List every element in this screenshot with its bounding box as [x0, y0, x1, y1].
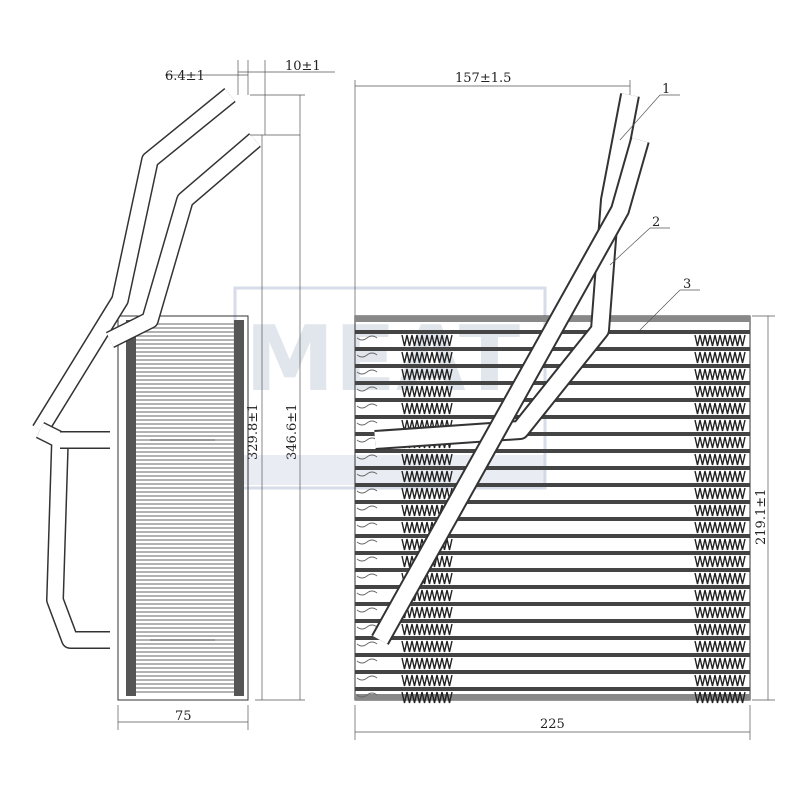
front-tube-end	[356, 522, 378, 528]
front-tube-end	[356, 488, 378, 494]
watermark-logo: MEAT	[233, 286, 547, 490]
front-tube-end	[356, 420, 378, 426]
front-fin-zigzag	[694, 674, 746, 687]
front-tube-end	[356, 454, 378, 460]
front-fin-zigzag	[694, 402, 746, 415]
pipe-position-dim: 157±1.5	[455, 71, 511, 86]
front-width-dim: 225	[540, 717, 565, 732]
side-header-right	[234, 320, 244, 696]
side-view: 75 329.8±1 346.6±1 6.4±1 10±1	[32, 59, 335, 730]
side-total-height-dim: 346.6±1	[285, 404, 300, 460]
front-tube	[355, 687, 750, 691]
front-tube-end	[356, 607, 378, 613]
front-fin-zigzag	[401, 453, 453, 466]
front-fin-zigzag	[401, 640, 453, 653]
front-tube-end	[356, 403, 378, 409]
front-fin-zigzag	[401, 351, 453, 364]
side-header-left	[126, 320, 136, 696]
front-tube-end	[356, 590, 378, 596]
side-core-outline	[117, 315, 249, 701]
front-fin-zigzag	[694, 521, 746, 534]
front-tube-end	[356, 675, 378, 681]
front-fin-zigzag	[694, 504, 746, 517]
front-tube-end	[356, 658, 378, 664]
front-tube	[355, 466, 750, 470]
front-tube	[355, 653, 750, 657]
front-tube	[355, 534, 750, 538]
front-fin-zigzag	[401, 657, 453, 670]
front-fin-zigzag	[401, 402, 453, 415]
front-tube	[355, 415, 750, 419]
front-tube	[355, 449, 750, 453]
front-height-dim: 219.1±1	[754, 489, 769, 545]
front-tube-end	[356, 471, 378, 477]
front-fin-zigzag	[694, 351, 746, 364]
front-fin-zigzag	[401, 470, 453, 483]
front-tube-end	[356, 335, 378, 341]
front-tube	[355, 636, 750, 640]
front-fin-zigzag	[694, 640, 746, 653]
side-width-dim: 75	[175, 709, 192, 724]
callout-1: 1	[662, 82, 670, 97]
front-tube	[355, 619, 750, 623]
front-tube-end	[356, 352, 378, 358]
front-fin-zigzag	[694, 572, 746, 585]
front-fin-zigzag	[694, 538, 746, 551]
front-tube-end	[356, 505, 378, 511]
svg-text:MEAT: MEAT	[245, 307, 520, 412]
front-tube	[355, 483, 750, 487]
pipe-offset-a-dim: 6.4±1	[165, 69, 205, 84]
front-tube-end	[356, 573, 378, 579]
front-tube	[355, 432, 750, 436]
front-tube	[355, 568, 750, 572]
front-fin-zigzag	[694, 368, 746, 381]
front-fin-zigzag	[401, 606, 453, 619]
front-fin-zigzag	[694, 691, 746, 704]
front-tube	[355, 585, 750, 589]
front-tube	[355, 364, 750, 368]
front-fin-zigzag	[694, 555, 746, 568]
front-fin-zigzag	[694, 623, 746, 636]
front-tube-end	[356, 556, 378, 562]
front-fin-zigzag	[401, 674, 453, 687]
front-fin-zigzag	[694, 470, 746, 483]
front-fin-zigzag	[694, 589, 746, 602]
front-fin-zigzag	[401, 334, 453, 347]
front-fin-zigzag	[401, 623, 453, 636]
front-tube	[355, 500, 750, 504]
front-tube	[355, 551, 750, 555]
side-core-height-dim: 329.8±1	[246, 404, 261, 460]
front-fin-zigzag	[401, 385, 453, 398]
front-tube-end	[356, 692, 378, 698]
front-fin-zigzag	[401, 487, 453, 500]
front-fin-zigzag	[694, 436, 746, 449]
front-tube	[355, 602, 750, 606]
front-fin-zigzag	[694, 419, 746, 432]
front-fin-zigzag	[694, 385, 746, 398]
front-tube-end	[356, 369, 378, 375]
front-fin-zigzag	[401, 368, 453, 381]
front-tube-end	[356, 624, 378, 630]
front-fin-zigzag	[694, 453, 746, 466]
callout-2: 2	[652, 215, 660, 230]
front-tube-end	[356, 437, 378, 443]
front-tube	[355, 517, 750, 521]
front-fin-zigzag	[694, 606, 746, 619]
front-fin-zigzag	[694, 487, 746, 500]
front-tube-end	[356, 539, 378, 545]
front-fin-zigzag	[401, 691, 453, 704]
front-view: 157±1.5 225 219.1±1 1 2 3	[354, 71, 775, 740]
front-tube-end	[356, 641, 378, 647]
front-tube	[355, 670, 750, 674]
front-fin-zigzag	[694, 334, 746, 347]
front-fin-zigzag	[694, 657, 746, 670]
callout-3: 3	[683, 277, 691, 292]
front-tube-end	[356, 386, 378, 392]
pipe-offset-b-dim: 10±1	[285, 59, 321, 74]
